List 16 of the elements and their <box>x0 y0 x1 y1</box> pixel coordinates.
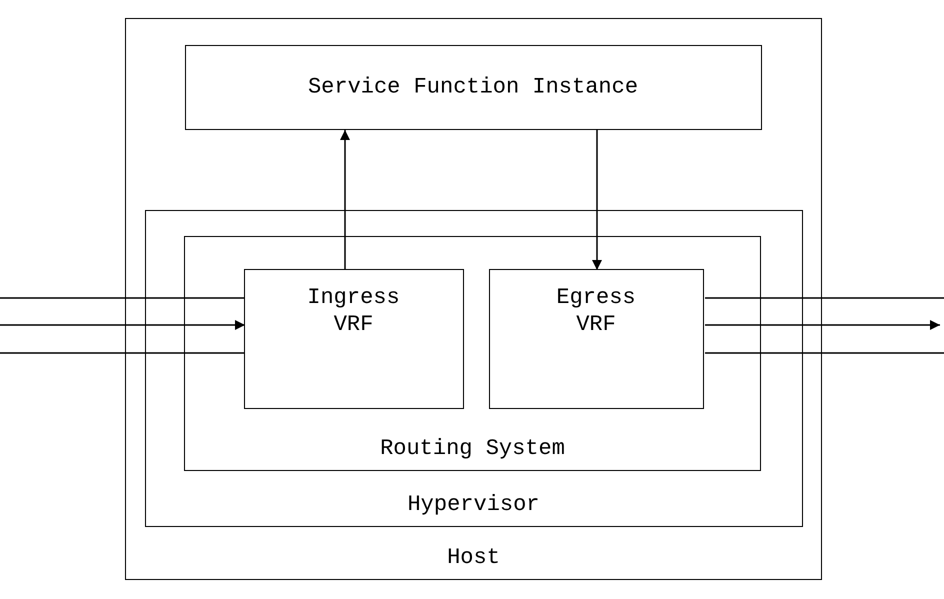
arrow <box>592 130 602 270</box>
arrow <box>0 320 245 330</box>
system-box <box>144 210 802 526</box>
box-label: Ingress VRF <box>306 284 401 338</box>
box-label: Host <box>446 544 501 571</box>
system-box <box>184 236 761 471</box>
box-label: Service Function Instance <box>306 74 640 100</box>
box-label: Hypervisor <box>406 490 541 518</box>
arrow <box>340 130 350 270</box>
arrow <box>705 320 940 330</box>
box-label: Routing System <box>379 435 566 462</box>
system-box <box>184 44 762 130</box>
box-label: Egress VRF <box>555 284 637 338</box>
vrf-box <box>244 268 464 408</box>
vrf-box <box>488 268 704 408</box>
system-box <box>125 18 822 580</box>
